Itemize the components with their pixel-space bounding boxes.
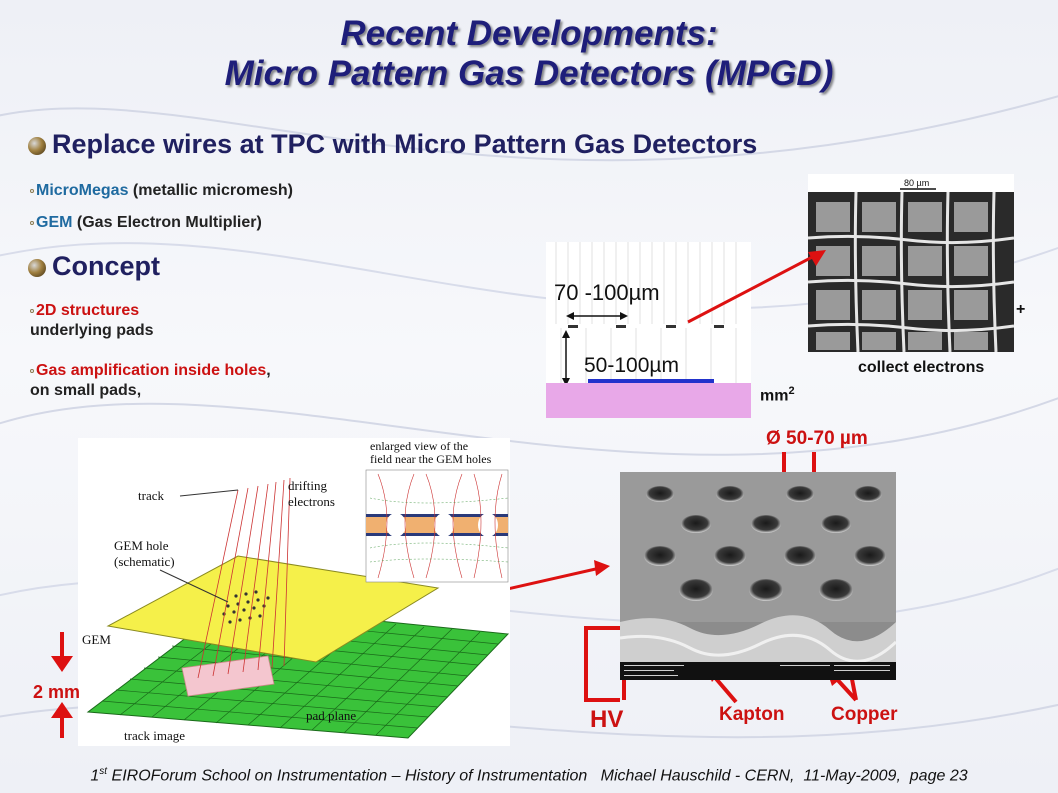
gem-schematic: track drifting electrons GEM hole (schem…	[78, 438, 510, 746]
gem-label: GEM	[82, 632, 111, 647]
gem-hole-label-2: (schematic)	[114, 554, 175, 569]
bullet-ball-icon	[28, 258, 46, 277]
concept2-comma: ,	[266, 362, 271, 379]
mesh-wires	[568, 325, 724, 328]
micromegas-desc: (metallic micromesh)	[128, 182, 293, 199]
footer-prefix: 1	[90, 767, 100, 785]
track-image-region	[181, 655, 275, 697]
slide-title-line2: Micro Pattern Gas Detectors (MPGD)	[224, 54, 834, 93]
dim-pitch-label: 70 -100µm	[554, 280, 660, 305]
mesh-photo: 80 µm	[808, 174, 1014, 352]
sem-holes	[644, 486, 886, 601]
mm2-label: mm2	[760, 385, 795, 405]
slide-footer: 1st EIROForum School on Instrumentation …	[0, 766, 1058, 785]
concept-item-1: 2D structures underlying pads	[30, 301, 154, 341]
kapton-label: Kapton	[719, 704, 785, 725]
heading-replace-wires: Replace wires at TPC with Micro Pattern …	[28, 129, 757, 160]
track-image-label: track image	[124, 728, 185, 743]
item-gem: GEM (Gas Electron Multiplier)	[30, 213, 262, 233]
readout-pad	[588, 379, 714, 383]
micromegas-name: MicroMegas	[36, 182, 129, 199]
pad-plane-label: pad plane	[306, 708, 356, 723]
micromegas-diagram: 70 -100µm 50-100µm	[546, 242, 751, 418]
small-bullet-icon	[30, 308, 34, 313]
concept-item-2: Gas amplification inside holes, on small…	[30, 361, 271, 401]
gem-name: GEM	[36, 214, 73, 231]
substrate	[546, 383, 751, 418]
small-bullet-icon	[30, 368, 34, 373]
mesh-scale-label: 80 µm	[904, 178, 929, 188]
small-bullet-icon	[30, 188, 34, 193]
mm2-text: mm	[760, 387, 789, 405]
drifting-label-1: drifting	[288, 478, 327, 493]
mm2-sup: 2	[788, 385, 795, 397]
gem-desc: (Gas Electron Multiplier)	[72, 214, 262, 231]
track-pointer	[179, 489, 239, 497]
gem-foil	[106, 555, 440, 663]
heading-concept: Concept	[28, 251, 160, 282]
gem-hole-label-1: GEM hole	[114, 538, 169, 553]
plus-label: +	[1016, 301, 1026, 318]
gem-holes	[222, 590, 270, 624]
slide-title-line1: Recent Developments:	[340, 14, 718, 53]
two-mm-label: 2 mm	[33, 682, 81, 702]
enlarged-view-inset: enlarged view of the field near the GEM …	[365, 439, 509, 583]
concept2-red: Gas amplification inside holes	[36, 362, 267, 379]
drifting-label-2: electrons	[288, 494, 335, 509]
mesh-holes	[816, 202, 988, 350]
enlarged-label-1: enlarged view of the	[370, 439, 468, 453]
footer-sup: st	[99, 766, 108, 777]
gem-sem-photo	[620, 472, 896, 680]
bullet-ball-icon	[28, 136, 46, 155]
small-bullet-icon	[30, 220, 34, 225]
hv-label: HV	[590, 706, 624, 733]
collect-electrons-label: collect electrons	[858, 359, 985, 376]
enlarged-label-2: field near the GEM holes	[370, 452, 492, 466]
footer-text: EIROForum School on Instrumentation – Hi…	[107, 767, 968, 785]
copper-label: Copper	[831, 704, 898, 725]
track-label: track	[138, 488, 164, 503]
diameter-label: Ø 50-70 µm	[766, 428, 868, 449]
sem-cross-section	[620, 615, 896, 662]
track-lines	[197, 477, 291, 679]
dim-gap-label: 50-100µm	[584, 354, 679, 377]
heading-replace-wires-text: Replace wires at TPC with Micro Pattern …	[52, 129, 758, 159]
concept2-line2: on small pads,	[30, 382, 142, 399]
heading-concept-text: Concept	[52, 251, 160, 281]
mesh-wire-strands	[808, 191, 1014, 352]
concept1-line2: underlying pads	[30, 322, 154, 339]
concept1-red: 2D structures	[36, 302, 140, 319]
item-micromegas: MicroMegas (metallic micromesh)	[30, 181, 293, 201]
